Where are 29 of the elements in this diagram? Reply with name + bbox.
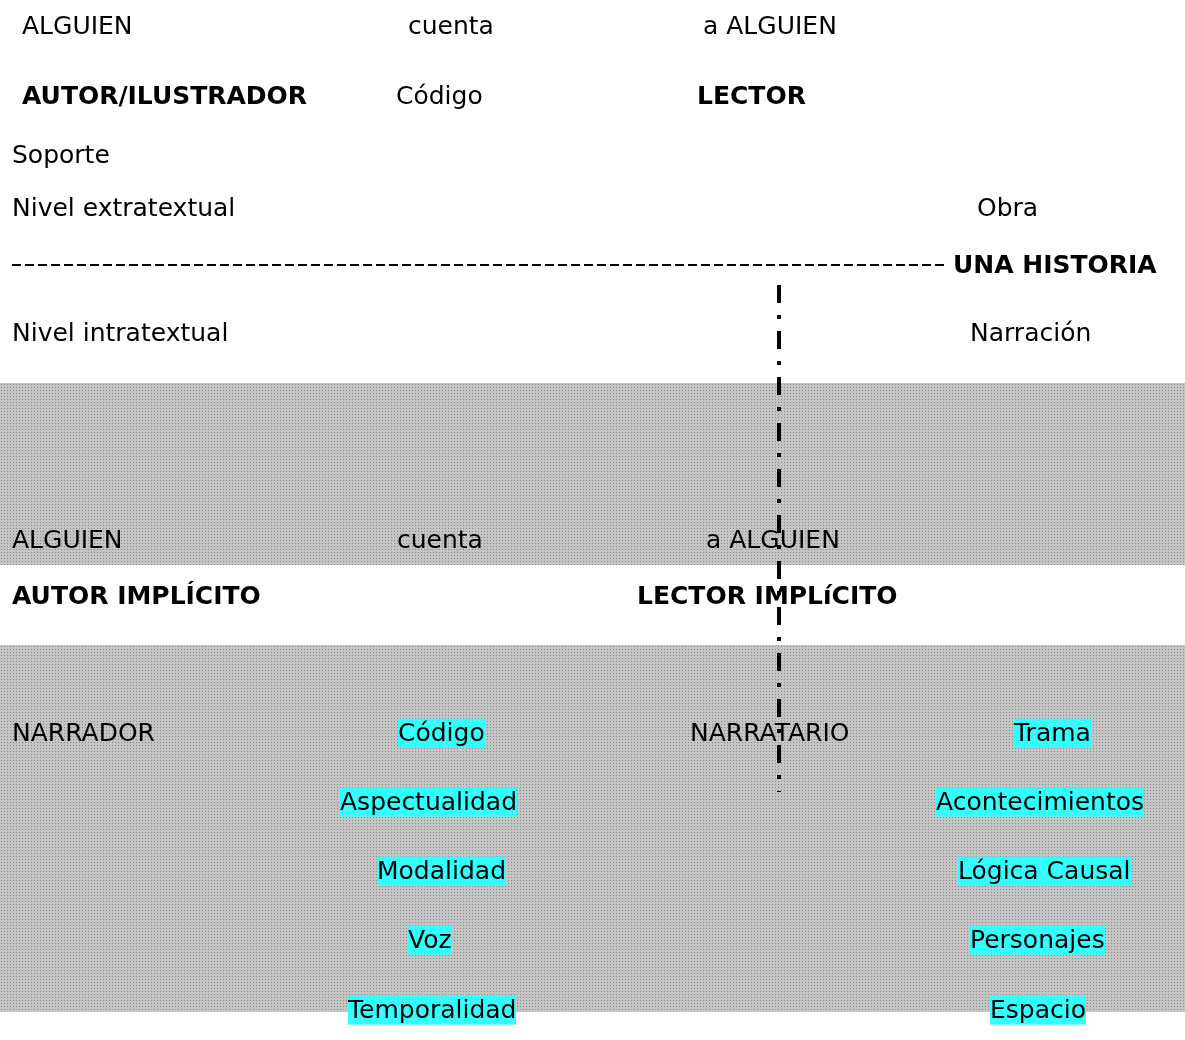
level-label: Nivel intratextual bbox=[12, 318, 229, 348]
level-label: Nivel extratextual bbox=[12, 193, 236, 223]
text: a ALGUIEN bbox=[706, 525, 840, 555]
text: Narración bbox=[970, 318, 1092, 348]
highlighted-term: Trama bbox=[1014, 718, 1091, 748]
text: NARRATARIO bbox=[690, 718, 850, 748]
text: Soporte bbox=[12, 140, 110, 170]
highlighted-term: Aspectualidad bbox=[340, 787, 518, 817]
text: cuenta bbox=[408, 11, 494, 41]
text: ALGUIEN bbox=[12, 525, 123, 555]
highlighted-term: Personajes bbox=[970, 925, 1105, 955]
heading: UNA HISTORIA bbox=[953, 250, 1157, 280]
highlighted-term: Modalidad bbox=[377, 856, 506, 886]
heading: AUTOR IMPLÍCITO bbox=[12, 581, 261, 611]
highlighted-term: Espacio bbox=[990, 995, 1086, 1025]
text: a ALGUIEN bbox=[703, 11, 837, 41]
text: Código bbox=[396, 81, 483, 111]
highlighted-term: Temporalidad bbox=[348, 995, 517, 1025]
text: Obra bbox=[977, 193, 1039, 223]
text: cuenta bbox=[397, 525, 483, 555]
text: NARRADOR bbox=[12, 718, 155, 748]
heading: LECTOR bbox=[697, 81, 806, 111]
text: ALGUIEN bbox=[22, 11, 133, 41]
highlighted-term: Lógica Causal bbox=[958, 856, 1131, 886]
heading: LECTOR IMPLíCITO bbox=[637, 581, 898, 611]
highlighted-term: Código bbox=[398, 718, 485, 748]
heading: AUTOR/ILUSTRADOR bbox=[22, 81, 308, 111]
highlighted-term: Voz bbox=[408, 925, 452, 955]
highlighted-term: Acontecimientos bbox=[936, 787, 1145, 817]
